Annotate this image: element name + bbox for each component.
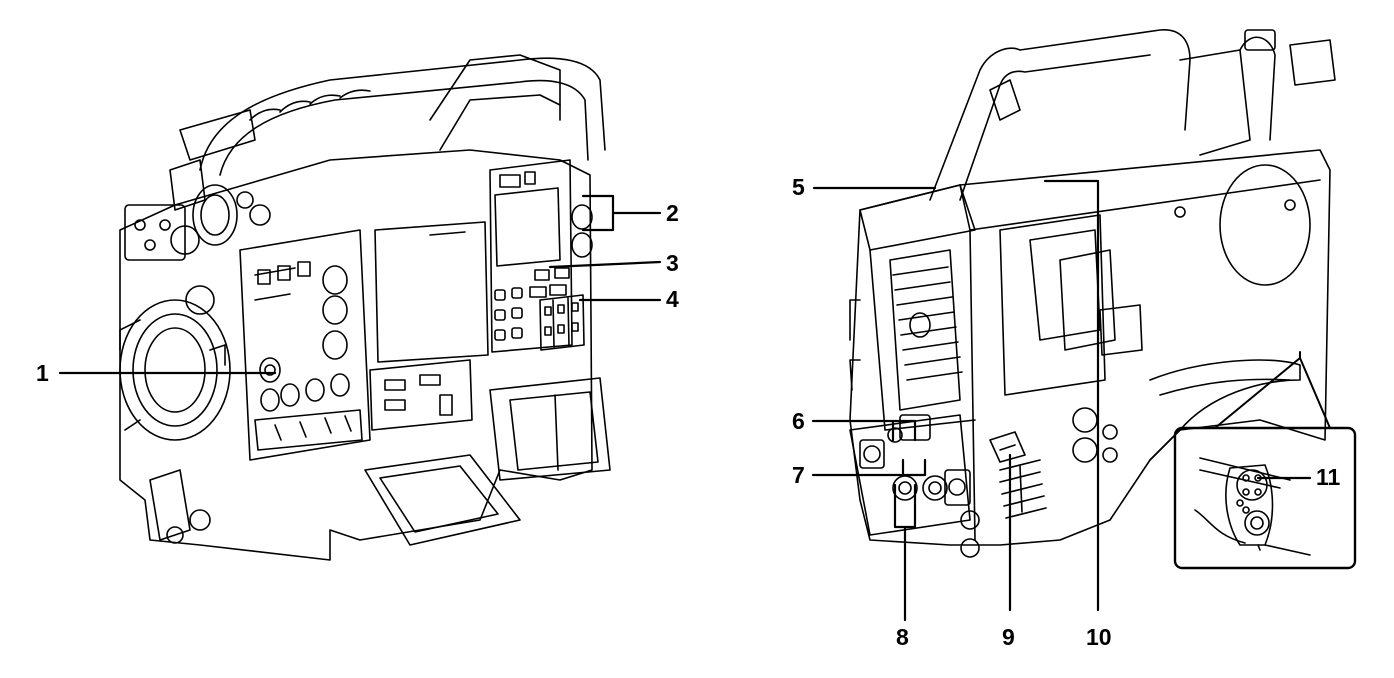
callout-2: 2 <box>666 200 679 226</box>
callout-1: 1 <box>36 360 49 386</box>
callout-10: 10 <box>1086 624 1112 650</box>
callout-7: 7 <box>792 462 805 488</box>
callout-leaders <box>58 179 1312 622</box>
rear-camera-illustration <box>849 29 1336 558</box>
connector-inset <box>1173 351 1357 570</box>
front-camera-illustration <box>119 54 611 561</box>
callout-4: 4 <box>666 286 679 312</box>
callout-5: 5 <box>792 174 805 200</box>
callout-3: 3 <box>666 250 679 276</box>
callout-9: 9 <box>1002 624 1015 650</box>
callout-11: 11 <box>1316 464 1341 490</box>
callout-6: 6 <box>792 408 805 434</box>
callout-8: 8 <box>896 624 909 650</box>
